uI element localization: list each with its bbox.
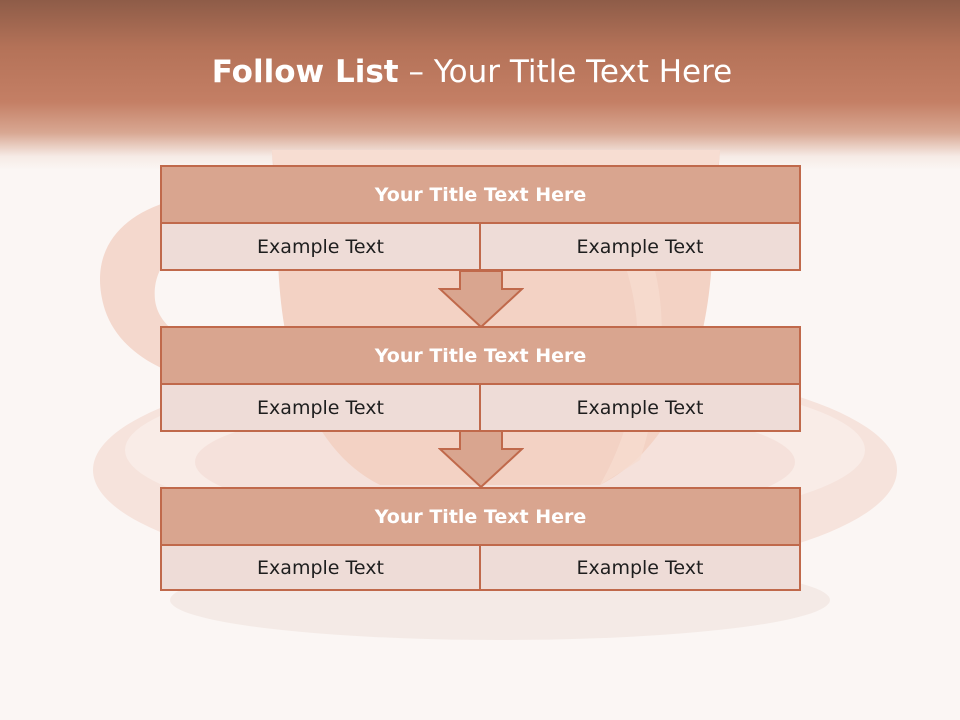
page-title-rest: – Your Title Text Here <box>398 54 733 90</box>
header-band <box>0 0 960 170</box>
list-block-2: Your Title Text Here Example Text Exampl… <box>160 326 801 432</box>
block-cell-right: Example Text <box>479 383 801 432</box>
block-cell-right: Example Text <box>479 544 801 591</box>
down-arrow-icon <box>438 431 524 489</box>
block-cell-left: Example Text <box>160 383 481 432</box>
list-block-1: Your Title Text Here Example Text Exampl… <box>160 165 801 271</box>
down-arrow-icon <box>438 271 524 329</box>
page-title-bold: Follow List <box>211 54 399 90</box>
list-block-3: Your Title Text Here Example Text Exampl… <box>160 487 801 593</box>
block-title: Your Title Text Here <box>160 326 801 385</box>
block-title: Your Title Text Here <box>160 165 801 224</box>
block-cell-left: Example Text <box>160 222 481 271</box>
block-cell-right: Example Text <box>479 222 801 271</box>
block-cell-left: Example Text <box>160 544 481 591</box>
page-title: Follow List – Your Title Text Here <box>0 54 944 90</box>
block-title: Your Title Text Here <box>160 487 801 546</box>
